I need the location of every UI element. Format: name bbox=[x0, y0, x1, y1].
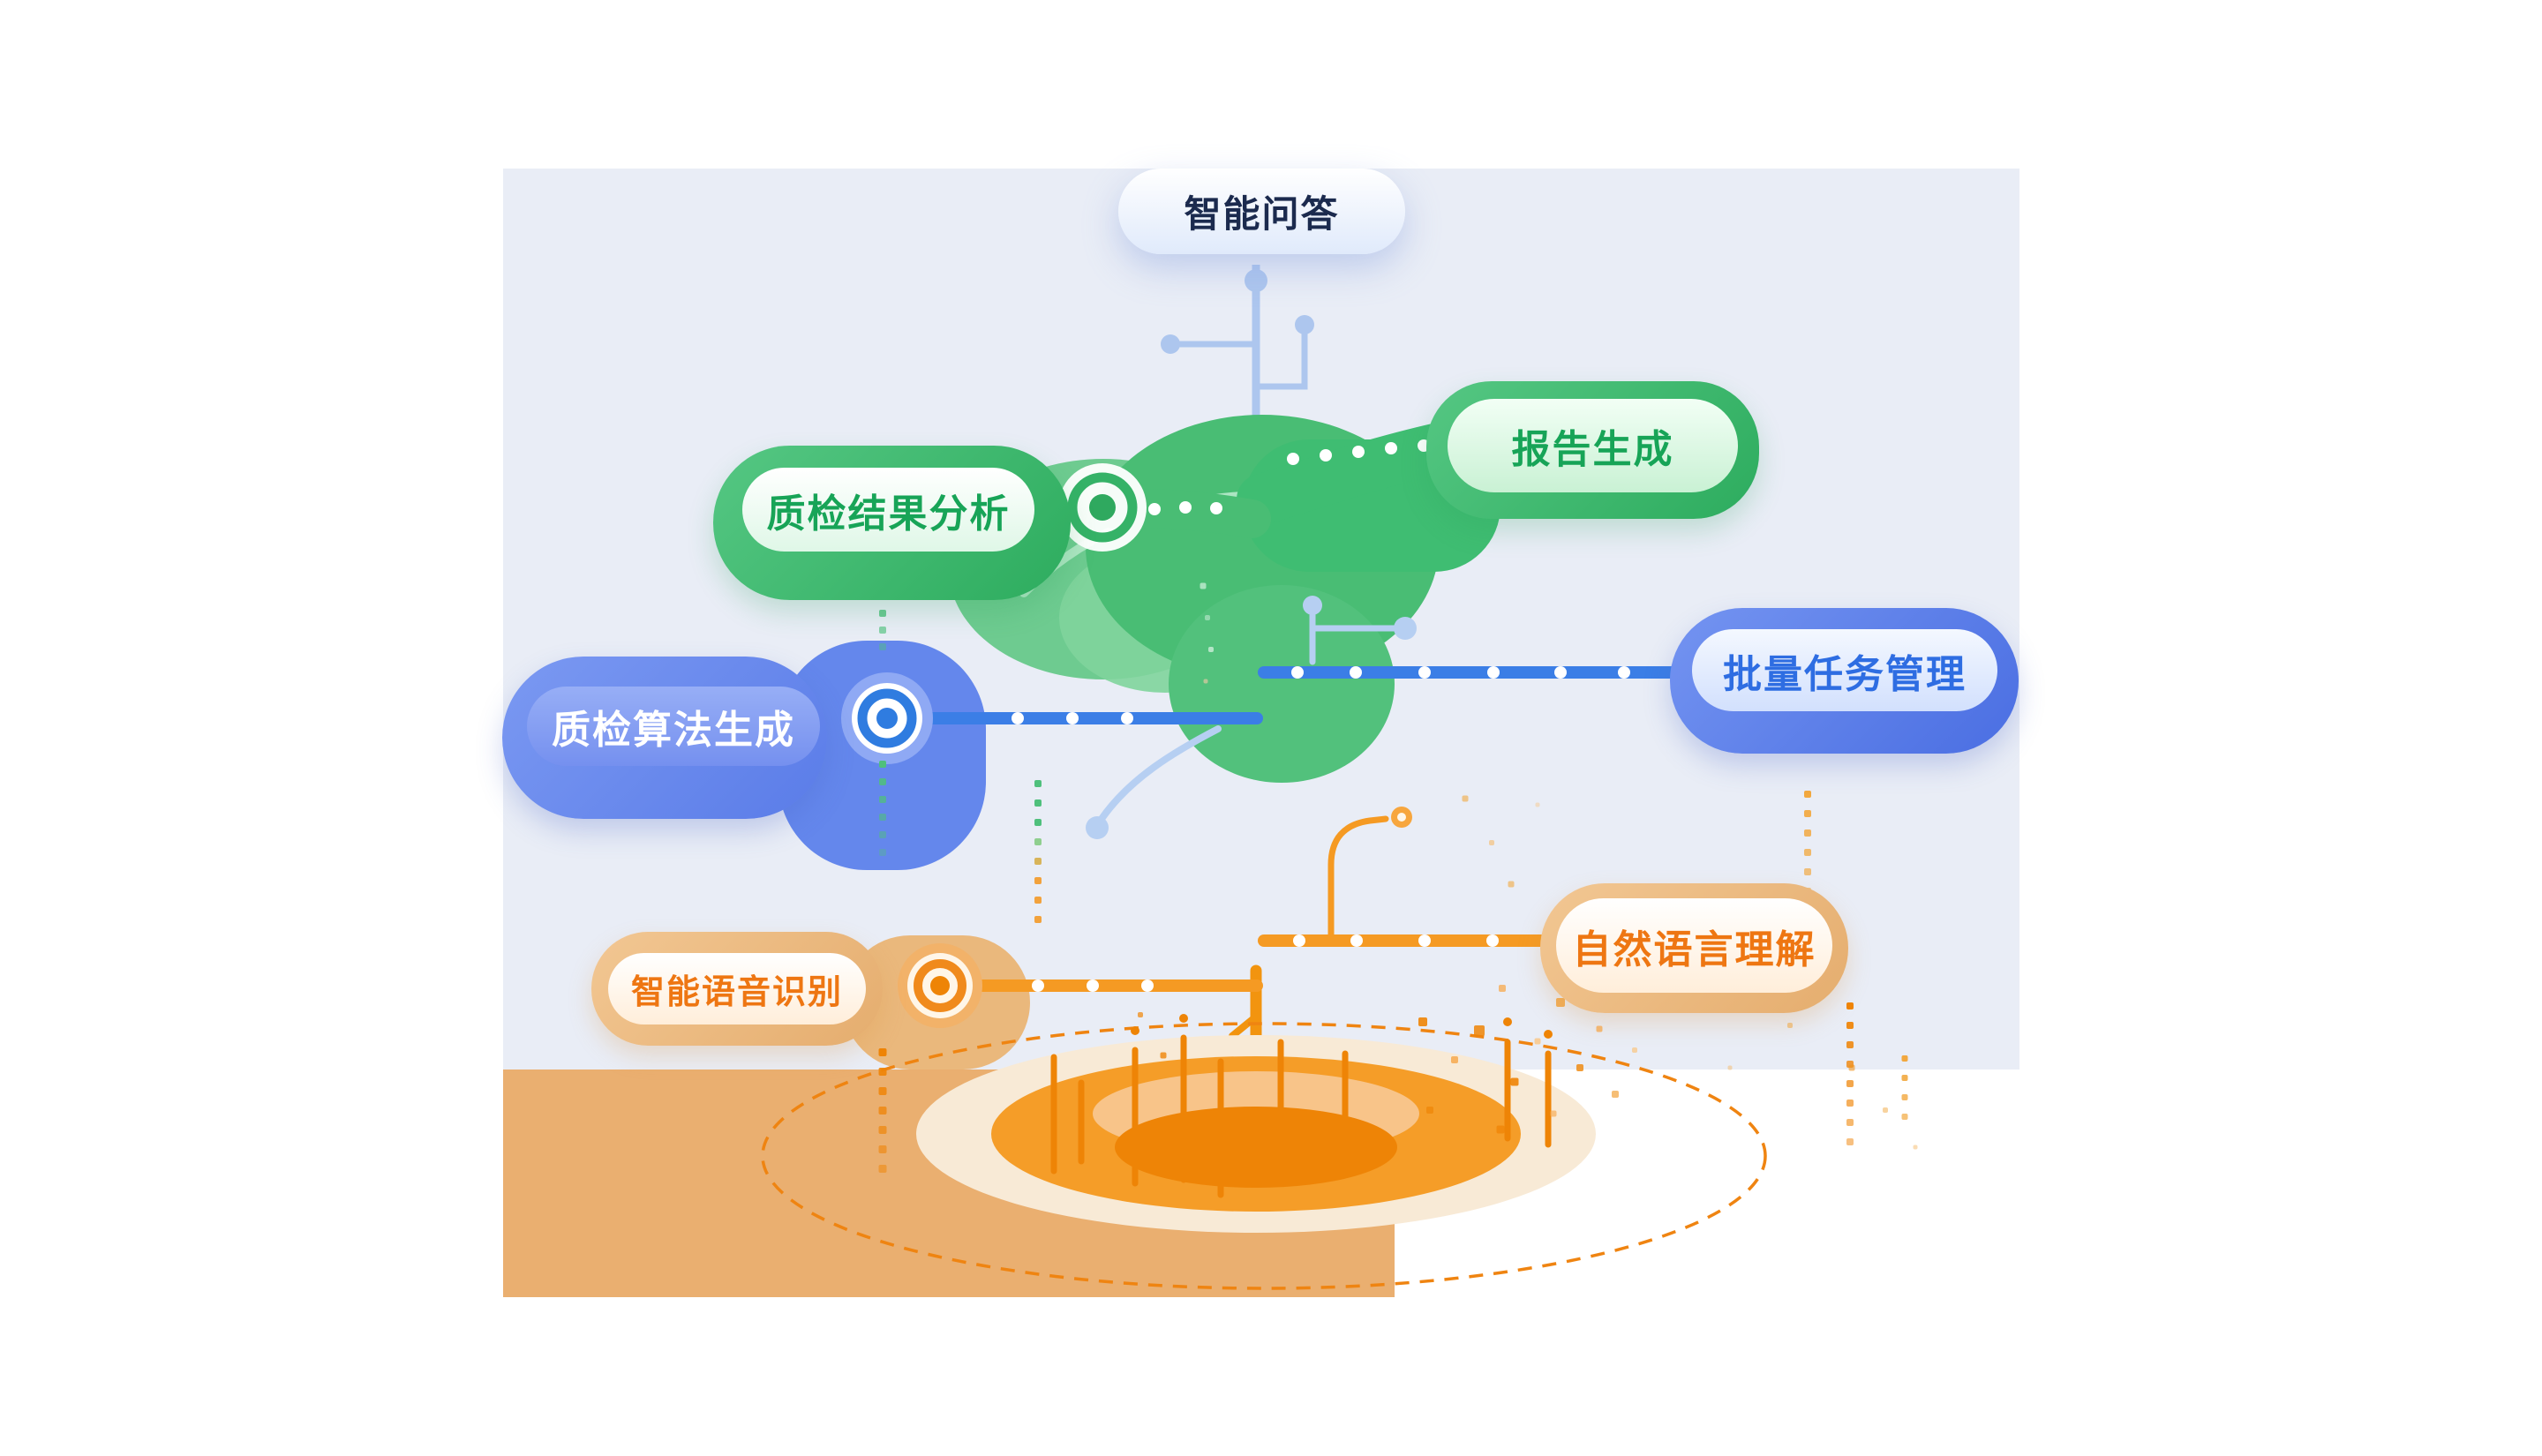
generated-decoration bbox=[878, 439, 1918, 1198]
connector-blue bbox=[841, 672, 933, 764]
node-quality-result-analysis-pill: 质检结果分析 bbox=[742, 468, 1034, 552]
node-speech-recognition-pill: 智能语音识别 bbox=[608, 953, 866, 1024]
node-report-generation-pill: 报告生成 bbox=[1448, 399, 1738, 492]
roots bbox=[761, 1022, 1767, 1290]
node-natural-language-understanding-label: 自然语言理解 bbox=[1572, 927, 1816, 972]
node-natural-language-understanding-pill: 自然语言理解 bbox=[1556, 898, 1832, 993]
node-quality-algorithm-generation: 质检算法生成 bbox=[502, 657, 827, 819]
node-intelligent-qa: 智能问答 bbox=[1118, 169, 1405, 254]
connector-orange bbox=[898, 943, 982, 1028]
node-batch-task-management: 批量任务管理 bbox=[1670, 608, 2019, 754]
node-report-generation-label: 报告生成 bbox=[1511, 428, 1674, 471]
dashed-orbit bbox=[761, 1022, 1767, 1290]
node-quality-algorithm-generation-pill: 质检算法生成 bbox=[527, 687, 820, 766]
node-quality-result-analysis: 质检结果分析 bbox=[713, 446, 1071, 600]
node-natural-language-understanding: 自然语言理解 bbox=[1540, 883, 1848, 1013]
node-report-generation: 报告生成 bbox=[1426, 381, 1759, 519]
node-batch-task-management-label: 批量任务管理 bbox=[1723, 652, 1967, 696]
connector-green bbox=[1058, 463, 1147, 552]
node-batch-task-management-pill: 批量任务管理 bbox=[1692, 629, 1997, 711]
node-quality-result-analysis-label: 质检结果分析 bbox=[766, 492, 1011, 536]
node-speech-recognition-label: 智能语音识别 bbox=[630, 974, 843, 1011]
orange-elbow bbox=[1327, 815, 1389, 939]
node-quality-algorithm-generation-label: 质检算法生成 bbox=[552, 709, 795, 752]
branch-green-right bbox=[1237, 423, 1464, 525]
node-intelligent-qa-label: 智能问答 bbox=[1184, 193, 1340, 235]
light-blue-accents bbox=[1086, 596, 1417, 839]
node-speech-recognition: 智能语音识别 bbox=[591, 932, 883, 1046]
